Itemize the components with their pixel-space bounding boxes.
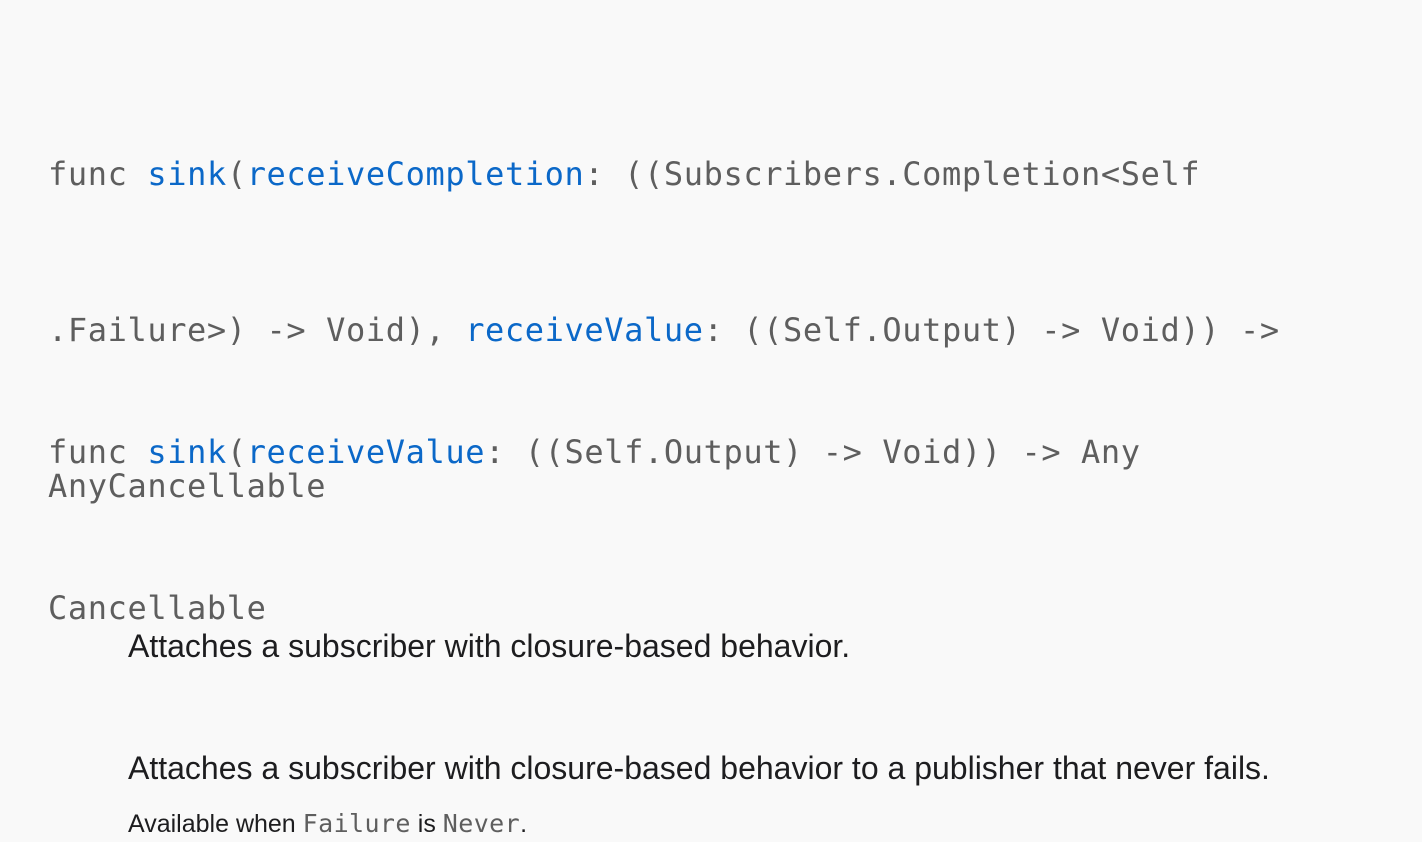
declaration-line: .Failure>) -> Void), receiveValue: ((Sel… xyxy=(48,304,1388,356)
declaration-line: func sink(receiveCompletion: ((Subscribe… xyxy=(48,148,1388,200)
method-declaration: func sink(receiveValue: ((Self.Output) -… xyxy=(48,322,1388,738)
param-receive-value-link[interactable]: receiveValue xyxy=(246,433,486,471)
method-name-link[interactable]: sink xyxy=(147,433,227,471)
failure-code: Failure xyxy=(302,809,411,838)
return-type: AnyCancellable xyxy=(48,467,327,505)
param-receive-completion-link[interactable]: receiveCompletion xyxy=(246,155,585,193)
open-paren: ( xyxy=(226,155,247,193)
method-declaration: func sink(receiveCompletion: ((Subscribe… xyxy=(48,44,1388,616)
func-keyword: func xyxy=(48,155,128,193)
open-paren: ( xyxy=(226,433,247,471)
method-name-link[interactable]: sink xyxy=(147,155,227,193)
param-type: : ((Self.Output) -> Void)) -> xyxy=(703,311,1280,349)
func-keyword: func xyxy=(48,433,128,471)
never-code: Never xyxy=(442,809,521,838)
availability-middle: is xyxy=(410,810,443,838)
param-type: : ((Self.Output) -> Void)) -> Any xyxy=(485,433,1141,471)
availability-prefix: Available when xyxy=(128,810,303,838)
availability-suffix: . xyxy=(520,810,528,838)
param-type: : ((Subscribers.Completion<Self xyxy=(584,155,1201,193)
param-receive-value-link[interactable]: receiveValue xyxy=(465,311,704,349)
method-entry: func sink(receiveValue: ((Self.Output) -… xyxy=(48,322,1388,842)
declaration-line: Cancellable xyxy=(48,582,1388,634)
declaration-line: func sink(receiveValue: ((Self.Output) -… xyxy=(48,426,1388,478)
param-type: .Failure>) -> Void), xyxy=(48,311,466,349)
availability-note: Available when Failure is Never. xyxy=(48,806,1388,842)
documentation-page: func sink(receiveCompletion: ((Subscribe… xyxy=(48,155,1280,838)
declaration-line: AnyCancellable xyxy=(48,460,1388,512)
method-abstract: Attaches a subscriber with closure-based… xyxy=(128,750,1270,786)
return-type: Cancellable xyxy=(48,589,267,627)
